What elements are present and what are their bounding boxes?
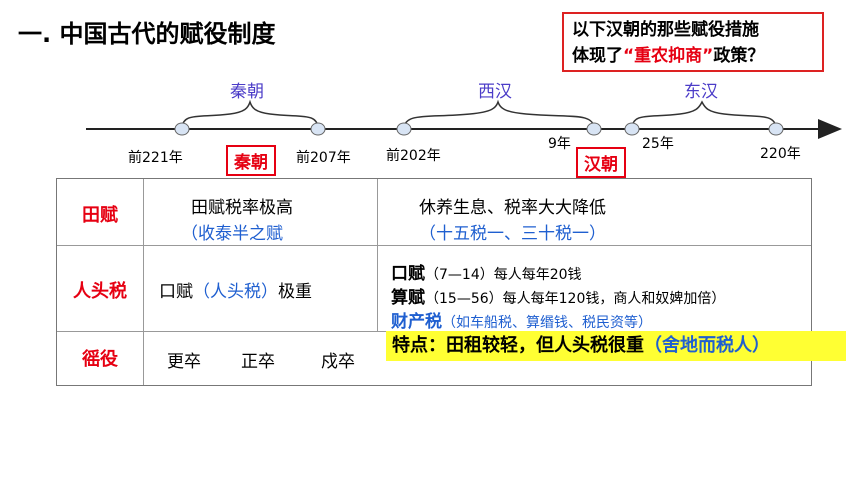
han-tianfu-text: 休养生息、税率大大降低 <box>419 198 606 218</box>
year-221bc: 前221年 <box>128 150 183 166</box>
xihan-brace <box>403 99 595 130</box>
qin-rentoushui-text: 口赋（人头税）极重 <box>159 282 312 302</box>
qin-tianfu-note: （收泰半之赋 <box>181 224 283 244</box>
han-suanfu: 算赋（15—56）每人每年120钱，商人和奴婢加倍） <box>391 288 726 308</box>
node-9ad <box>586 122 602 136</box>
node-207bc <box>310 122 326 136</box>
node-220ad <box>768 122 784 136</box>
question-line-2: 体现了“重农抑商”政策？ <box>572 46 765 66</box>
tag-han: 汉朝 <box>576 147 626 178</box>
qin-brace <box>181 99 319 130</box>
donghan-brace <box>631 100 777 130</box>
question-quote: “重农抑商” <box>623 46 714 66</box>
period-donghan: 东汉 <box>684 82 718 102</box>
row-header-yaoyi: 徭役 <box>82 349 118 370</box>
period-xihan: 西汉 <box>478 82 512 102</box>
year-202bc: 前202年 <box>386 148 441 164</box>
han-koufu: 口赋（7—14）每人每年20钱 <box>391 264 582 284</box>
question-box: 以下汉朝的那些赋役措施 体现了“重农抑商”政策？ <box>562 12 824 72</box>
year-220ad: 220年 <box>760 146 801 162</box>
year-9ad: 9年 <box>548 136 571 152</box>
year-25ad: 25年 <box>642 136 674 152</box>
yaoyi-shuzu: 戍卒 <box>321 352 355 372</box>
han-caichanshui: 财产税（如车船税、算缗钱、税民资等） <box>391 312 652 332</box>
feature-highlight: 特点：田租较轻，但人头税很重（舍地而税人） <box>386 331 846 361</box>
node-221bc <box>174 122 190 136</box>
page-title: 一. 中国古代的赋役制度 <box>18 20 276 48</box>
qin-tianfu-text: 田赋税率极高 <box>191 198 293 218</box>
yaoyi-zhengzu: 正卒 <box>241 352 275 372</box>
row-header-tianfu: 田赋 <box>82 205 118 226</box>
year-207bc: 前207年 <box>296 150 351 166</box>
han-tianfu-note: （十五税一、三十税一） <box>419 224 606 244</box>
tag-qin: 秦朝 <box>226 145 276 176</box>
period-qin: 秦朝 <box>230 82 264 102</box>
node-25ad <box>624 122 640 136</box>
row-header-rentoushui: 人头税 <box>73 281 127 302</box>
question-line-1: 以下汉朝的那些赋役措施 <box>572 20 759 40</box>
yaoyi-gengzu: 更卒 <box>167 352 201 372</box>
node-202bc <box>396 122 412 136</box>
